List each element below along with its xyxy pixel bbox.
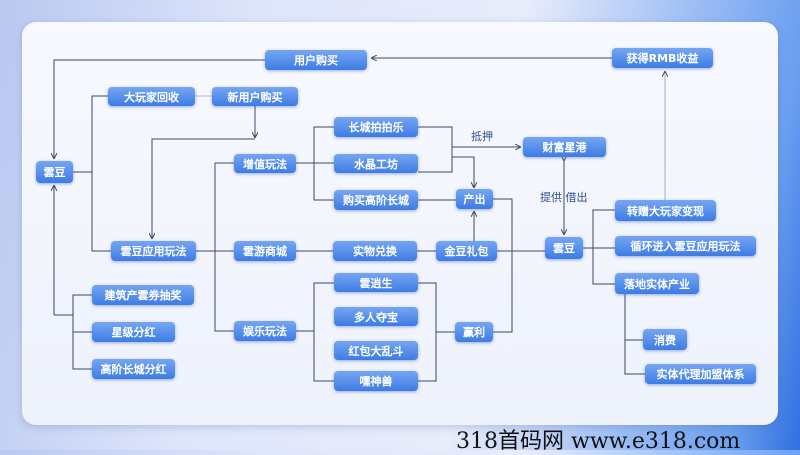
node-user-buy: 用户购买 bbox=[265, 50, 367, 70]
node-value-added-play: 增值玩法 bbox=[234, 154, 296, 173]
node-gold-bean-pack: 金豆礼包 bbox=[436, 241, 497, 261]
node-cycle-back: 循环进入雲豆应用玩法 bbox=[615, 236, 756, 256]
node-yundou-left: 雲豆 bbox=[36, 161, 73, 183]
node-red-packet-battle: 红包大乱斗 bbox=[334, 341, 418, 360]
node-franchise-system: 实体代理加盟体系 bbox=[645, 364, 756, 384]
node-buy-advanced-wall: 购买高阶长城 bbox=[334, 190, 418, 210]
node-heishenshou: 嘿神兽 bbox=[334, 371, 418, 391]
node-profit: 赢利 bbox=[455, 322, 493, 342]
node-transfer-cashout: 转赠大玩家变现 bbox=[615, 200, 716, 221]
node-changcheng-paipaile: 长城拍拍乐 bbox=[334, 117, 418, 137]
node-yunyou-mall: 雲游商城 bbox=[234, 241, 296, 261]
node-goods-exchange: 实物兑换 bbox=[333, 241, 417, 261]
label-pledge: 抵押 bbox=[471, 130, 493, 143]
node-yunxiaosheng: 雲逍生 bbox=[334, 273, 418, 292]
node-output: 产出 bbox=[456, 189, 493, 209]
node-big-player-recycle: 大玩家回收 bbox=[108, 87, 195, 106]
node-rmb-income: 获得RMB收益 bbox=[612, 48, 713, 68]
node-advanced-wall-dividend: 高阶长城分红 bbox=[92, 359, 175, 379]
node-new-user-buy: 新用户购买 bbox=[212, 87, 298, 106]
node-yundou-right: 雲豆 bbox=[545, 237, 583, 259]
node-consumption: 消费 bbox=[643, 329, 687, 350]
node-wealth-port: 财富星港 bbox=[523, 137, 606, 157]
label-provide-lend: 提供 借出 bbox=[540, 191, 588, 204]
node-star-dividend: 星级分红 bbox=[92, 322, 175, 342]
node-multi-treasure: 多人夺宝 bbox=[334, 307, 418, 326]
watermark: 318首码网 www.e318.com bbox=[456, 429, 741, 454]
node-entertainment-play: 娱乐玩法 bbox=[234, 321, 296, 341]
node-coupon-lottery: 建筑产雲券抽奖 bbox=[92, 285, 194, 305]
node-physical-industry: 落地实体产业 bbox=[615, 273, 699, 294]
node-yundou-apps: 雲豆应用玩法 bbox=[111, 241, 196, 261]
node-crystal-workshop: 水晶工坊 bbox=[334, 154, 418, 173]
